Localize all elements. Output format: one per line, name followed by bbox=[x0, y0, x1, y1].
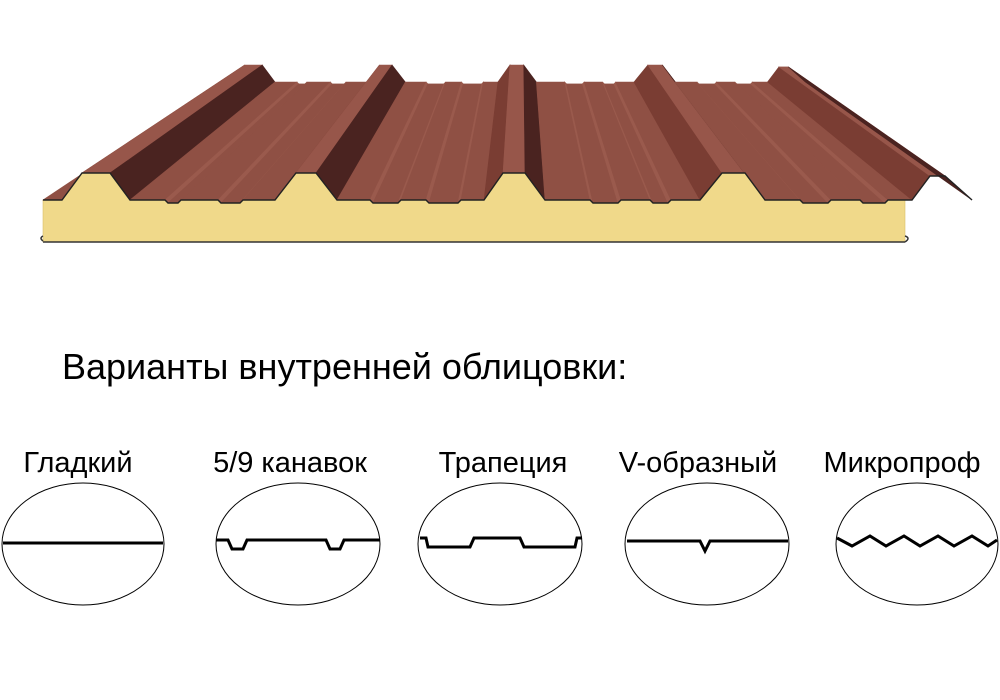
variant-label-smooth: Гладкий bbox=[23, 447, 133, 479]
variant-grooves-diagram bbox=[215, 482, 381, 606]
variant-label-microprofile: Микропроф bbox=[823, 447, 981, 479]
variant-smooth-diagram bbox=[1, 482, 165, 606]
panel-profile-outline bbox=[43, 172, 973, 204]
variant-trapezoid-diagram bbox=[417, 482, 583, 606]
variant-label-v-shaped: V-образный bbox=[618, 447, 778, 479]
variant-label-grooves: 5/9 канавок bbox=[213, 447, 367, 479]
panel-bottom-sheet bbox=[40, 235, 909, 243]
variant-microprofile-diagram bbox=[835, 482, 999, 606]
variant-v-shaped-diagram bbox=[624, 482, 790, 606]
section-heading: Варианты внутренней облицовки: bbox=[62, 346, 628, 387]
variant-label-trapezoid: Трапеция bbox=[438, 447, 568, 479]
sandwich-panel-illustration bbox=[40, 63, 973, 243]
